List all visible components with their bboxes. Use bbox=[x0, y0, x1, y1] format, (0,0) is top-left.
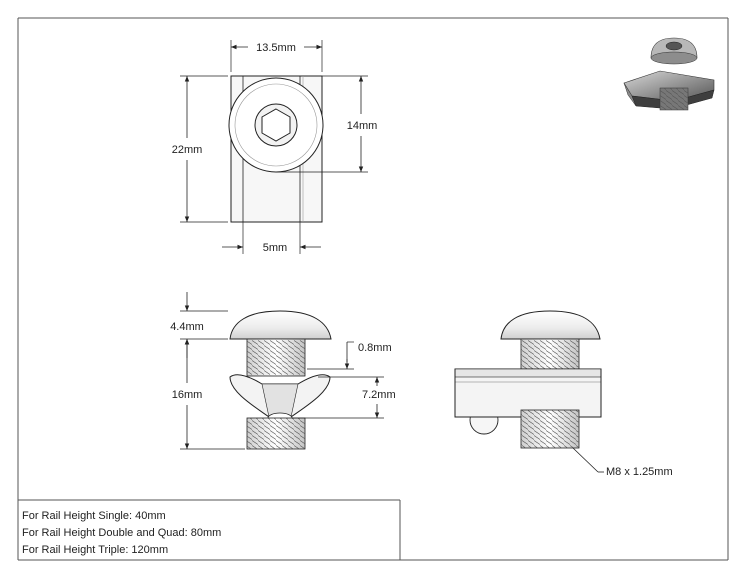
sheet-frame bbox=[17, 17, 729, 561]
dim-gap: 0.8mm bbox=[307, 341, 392, 378]
side-view bbox=[454, 310, 602, 449]
note-double-quad: For Rail Height Double and Quad: 80mm bbox=[22, 527, 222, 539]
dim-width: 13.5mm bbox=[230, 40, 323, 72]
dim-gap-label: 0.8mm bbox=[358, 342, 392, 354]
dim-nut-height: 7.2mm bbox=[292, 376, 396, 419]
dim-head-height: 4.4mm bbox=[170, 292, 228, 358]
isometric-preview-image bbox=[623, 37, 715, 111]
note-single: For Rail Height Single: 40mm bbox=[22, 510, 166, 522]
dim-slot-width: 5mm bbox=[222, 222, 321, 254]
dim-hole-center-label: 14mm bbox=[347, 120, 378, 132]
dim-nut-height-label: 7.2mm bbox=[362, 389, 396, 401]
front-view bbox=[229, 310, 332, 450]
hex-socket-icon bbox=[261, 108, 291, 142]
dim-width-label: 13.5mm bbox=[256, 42, 296, 54]
thread-spec-label: M8 x 1.25mm bbox=[606, 466, 673, 478]
dim-hole-center: 14mm bbox=[276, 75, 378, 173]
dim-thread-length: 16mm bbox=[172, 339, 245, 450]
dim-slot-width-label: 5mm bbox=[263, 242, 287, 254]
dim-thread-length-label: 16mm bbox=[172, 389, 203, 401]
note-triple: For Rail Height Triple: 120mm bbox=[22, 544, 169, 556]
rail-height-notes: For Rail Height Single: 40mm For Rail He… bbox=[22, 508, 402, 559]
top-view bbox=[228, 75, 324, 223]
thread-callout: M8 x 1.25mm bbox=[572, 447, 673, 478]
dim-height-label: 22mm bbox=[172, 144, 203, 156]
dim-height: 22mm bbox=[172, 75, 228, 223]
dim-head-height-label: 4.4mm bbox=[170, 321, 204, 333]
